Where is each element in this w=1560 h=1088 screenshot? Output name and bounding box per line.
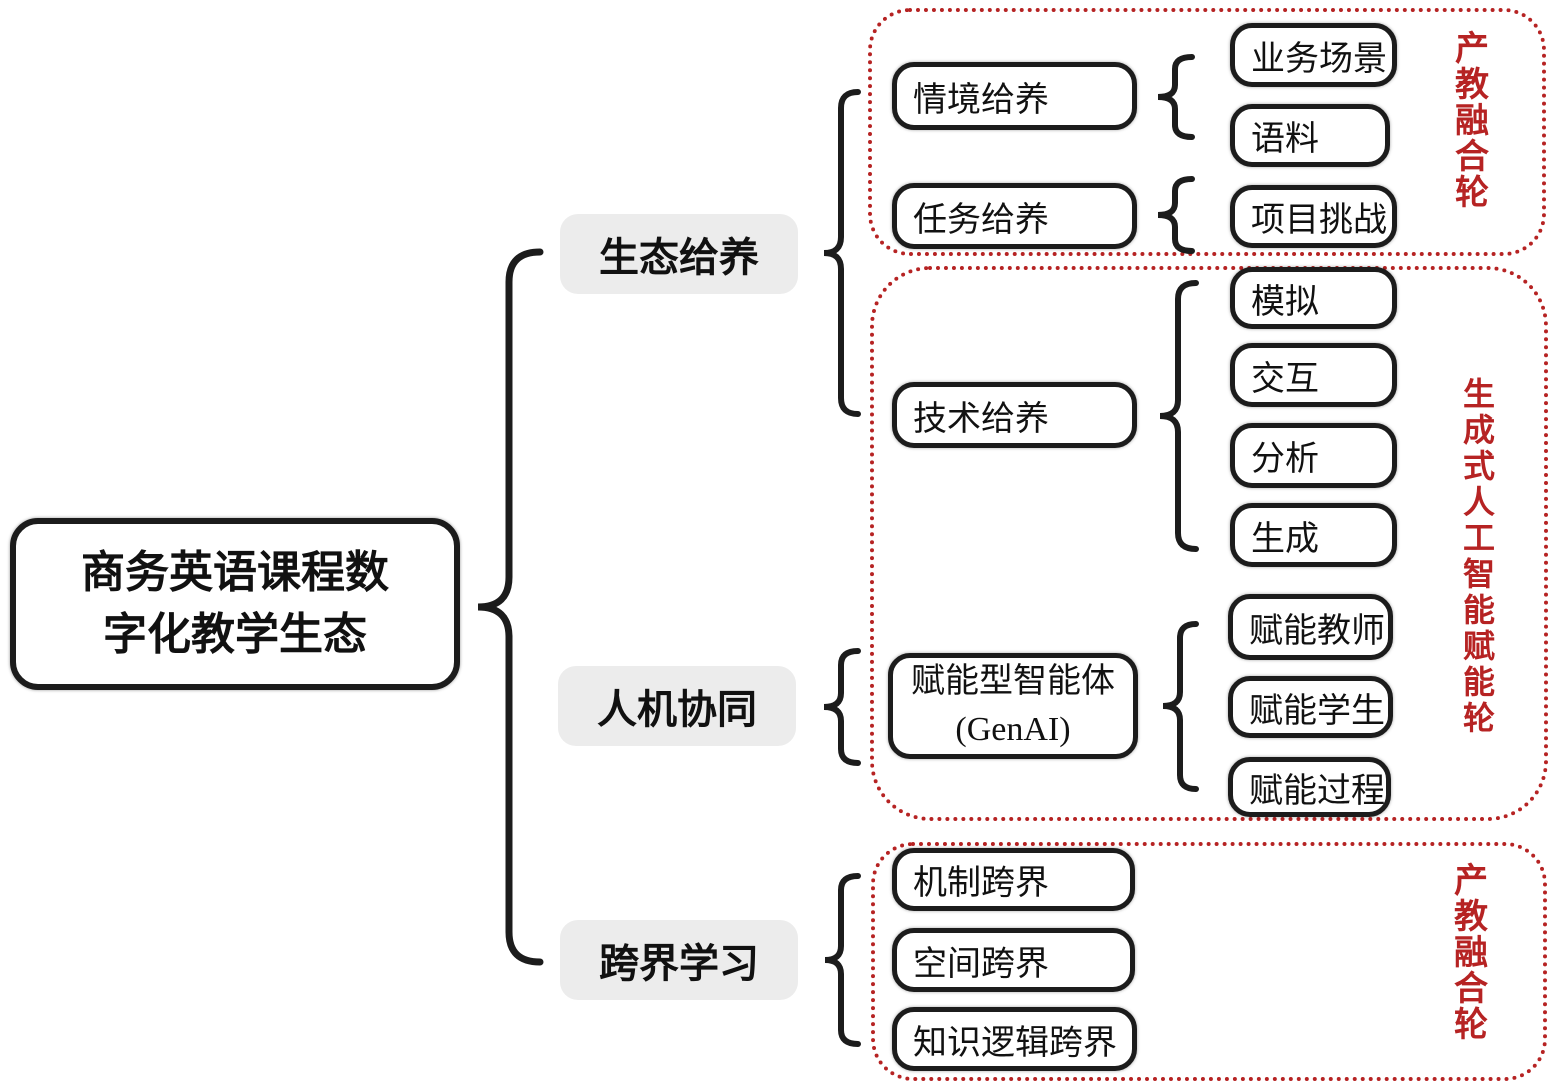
node-qingjing: 情境给养 xyxy=(892,62,1137,130)
node-renwu: 任务给养 xyxy=(892,183,1137,249)
brace-hmc-children xyxy=(823,648,861,766)
root-node: 商务英语课程数 字化教学生态 xyxy=(10,518,460,690)
brace-eco-children xyxy=(823,89,861,417)
node-fn-teacher: 赋能教师 xyxy=(1228,594,1393,660)
node-fn-student: 赋能学生 xyxy=(1228,676,1393,738)
node-jishu: 技术给养 xyxy=(892,382,1137,448)
root-title-line2: 字化教学生态 xyxy=(103,610,367,659)
branch-cross: 跨界学习 xyxy=(560,920,798,1000)
node-moni: 模拟 xyxy=(1230,267,1397,329)
node-yewu: 业务场景 xyxy=(1230,23,1397,87)
node-genai: 赋能型智能体 (GenAI) xyxy=(888,653,1138,759)
wheel-label-top: 产教融合轮 xyxy=(1455,31,1489,212)
node-fenxi: 分析 xyxy=(1230,423,1397,488)
wheel-label-middle: 生成式人工智能赋能轮 xyxy=(1462,376,1495,736)
node-jiaohu: 交互 xyxy=(1230,343,1397,407)
node-zhishiluoji: 知识逻辑跨界 xyxy=(892,1007,1137,1071)
node-genai-line2: (GenAI) xyxy=(955,711,1071,748)
node-genai-line1: 赋能型智能体 xyxy=(911,663,1115,701)
node-kongjian: 空间跨界 xyxy=(892,928,1135,992)
wheel-frame-top xyxy=(868,8,1546,256)
brace-root xyxy=(477,248,544,966)
branch-eco: 生态给养 xyxy=(560,214,798,294)
wheel-frame-middle xyxy=(870,266,1548,821)
node-jizhi: 机制跨界 xyxy=(892,848,1135,911)
wheel-frame-bottom xyxy=(871,842,1547,1081)
brace-cross-children xyxy=(824,873,861,1047)
node-xiangmu: 项目挑战 xyxy=(1230,185,1397,248)
node-yuliao: 语料 xyxy=(1230,104,1390,167)
node-shengcheng: 生成 xyxy=(1230,503,1397,567)
branch-hmc: 人机协同 xyxy=(558,666,796,746)
node-fn-process: 赋能过程 xyxy=(1228,757,1391,817)
root-title-line1: 商务英语课程数 xyxy=(81,547,389,597)
wheel-label-bottom: 产教融合轮 xyxy=(1454,863,1488,1044)
